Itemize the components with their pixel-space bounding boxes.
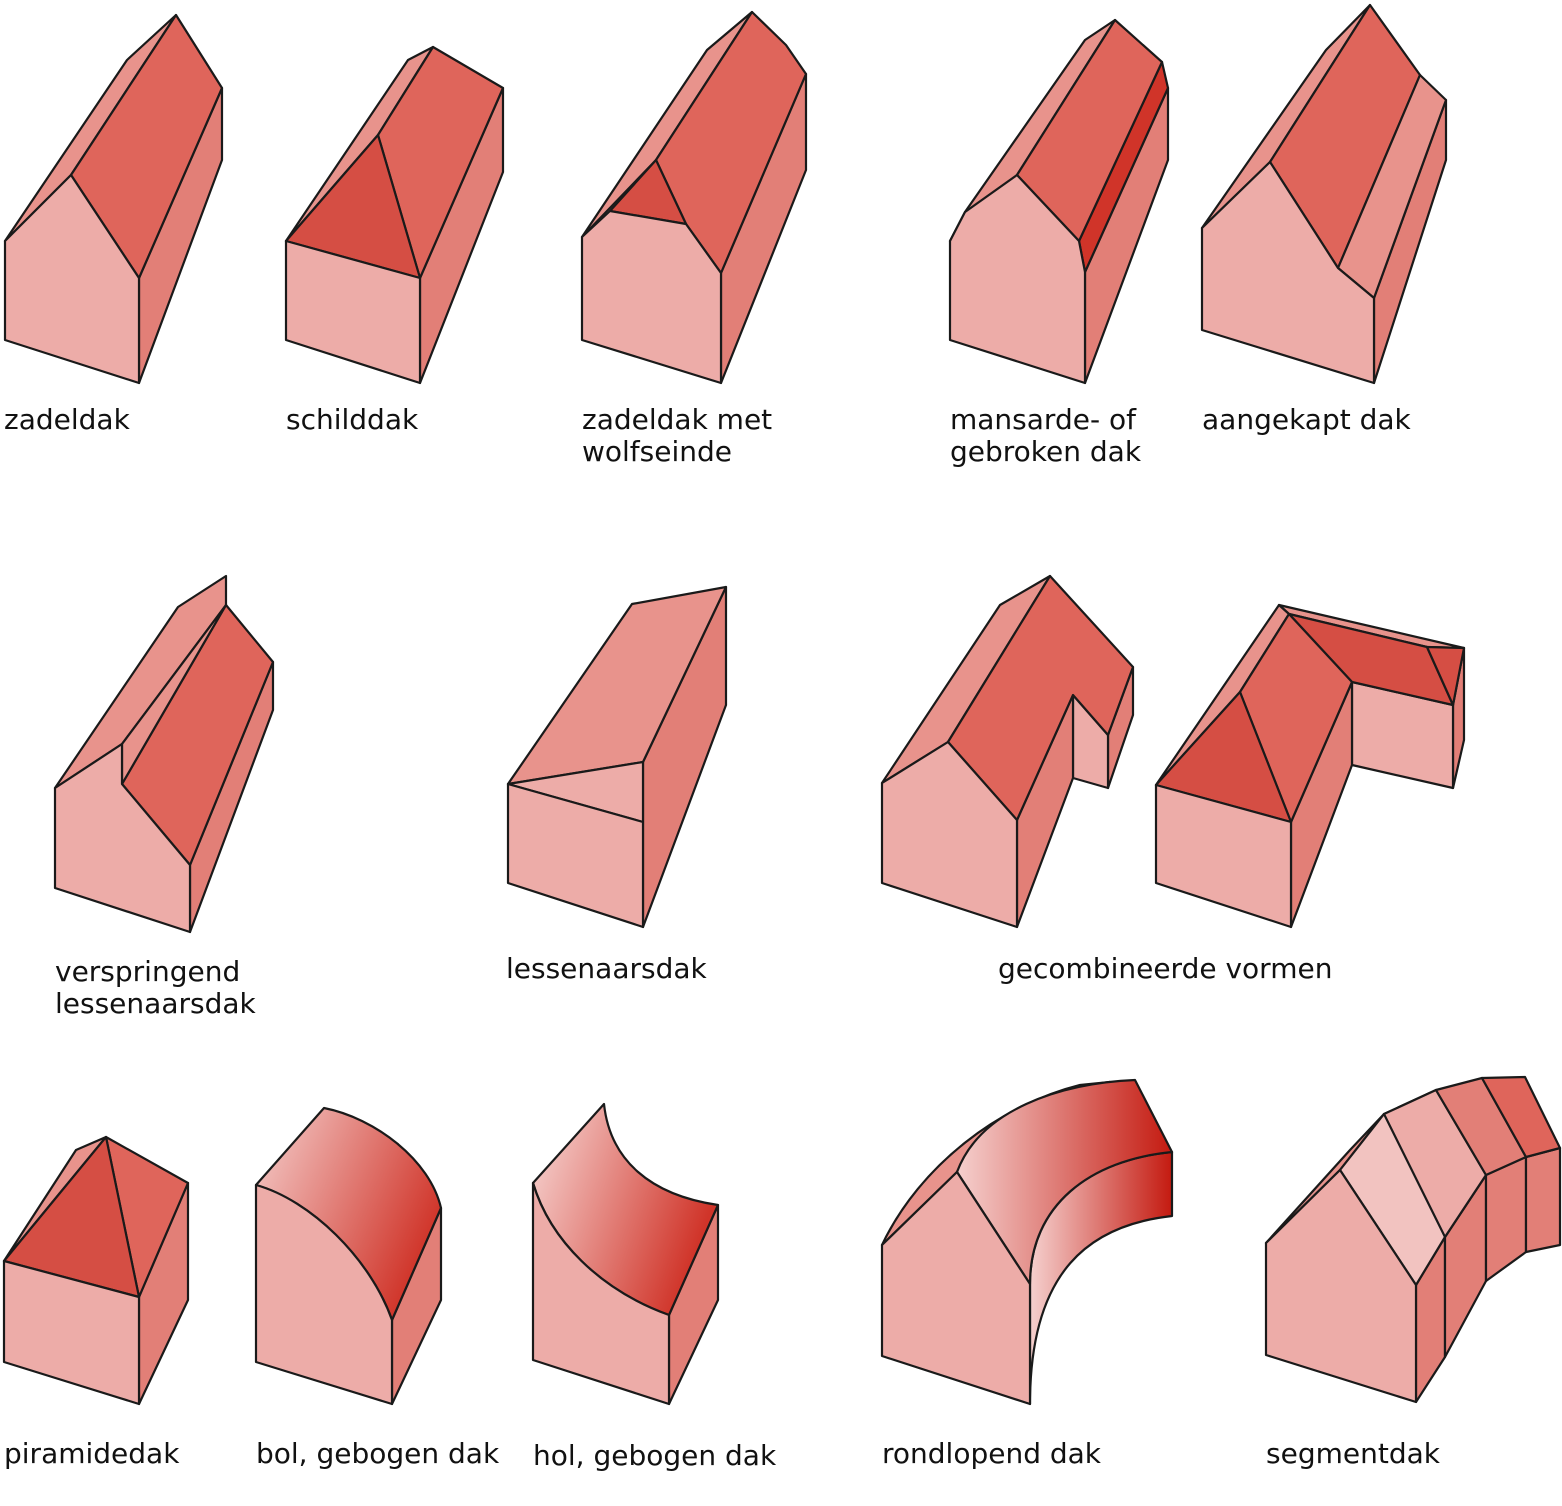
label-schilddak: schilddak [286,403,419,436]
house-bol [254,1106,443,1406]
label-aangekapt: aangekapt dak [1202,403,1411,436]
label-zadeldak: zadeldak [4,403,130,436]
house-mansarde [948,18,1170,385]
house-lessenaarsdak [506,585,728,929]
label-segmentdak: segmentdak [1266,1437,1440,1470]
wall-front-main [1154,783,1293,929]
house-hol [531,1102,720,1406]
gable-front [880,740,1019,929]
label-lessenaarsdak: lessenaarsdak [506,952,707,985]
label-bol: bol, gebogen dak [256,1437,500,1470]
house-combined-left [880,574,1135,929]
wall-front [506,782,645,929]
wall-front [531,1181,671,1406]
gable-front [580,209,723,385]
gable-front [948,173,1087,385]
label-verspringend: verspringend lessenaarsdak [55,955,256,1020]
label-wolfseinde: zadeldak met wolfseinde [582,403,773,468]
gable-front [1200,160,1376,385]
house-segmentdak [1264,1075,1562,1404]
house-verspringend [53,574,275,934]
house-aangekapt [1200,3,1448,385]
roof-seg-4 [1480,1075,1562,1159]
gable-front [880,1170,1032,1406]
roof-curved [955,1078,1174,1286]
label-mansarde: mansarde- of gebroken dak [950,403,1142,468]
wall-front [2,1259,141,1406]
label-piramidedak: piramidedak [4,1437,180,1470]
gable-front [3,173,141,385]
house-schilddak [284,45,505,385]
wall-seg-4 [1524,1146,1562,1254]
label-rondlopend: rondlopend dak [882,1437,1102,1470]
gable-front [1264,1168,1418,1404]
wall-front [284,239,422,385]
house-zadeldak [3,13,224,385]
label-gecombineerd: gecombineerde vormen [998,952,1333,985]
wall-seg-3 [1484,1155,1528,1283]
label-hol: hol, gebogen dak [533,1439,777,1472]
house-rondlopend [880,1078,1174,1406]
house-wolfseinde [580,10,808,385]
wall-front [254,1183,394,1406]
house-piramidedak [2,1135,190,1406]
roof-wing-hip [1425,645,1466,707]
gable-front [53,742,192,934]
house-combined-right [1154,603,1466,929]
